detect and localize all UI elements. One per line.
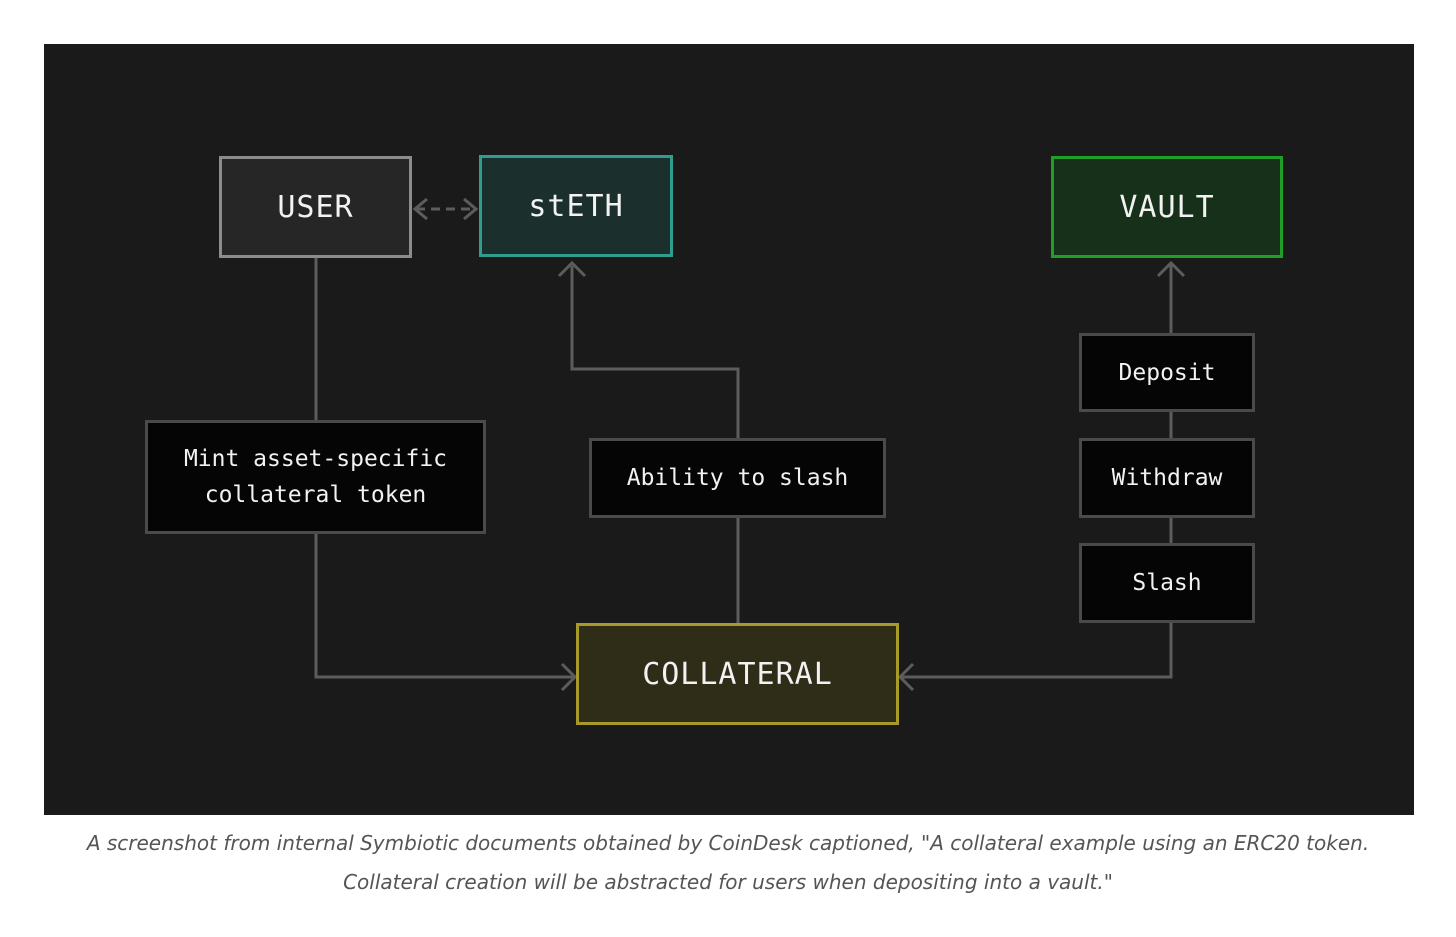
slash-box: Slash	[1079, 543, 1255, 623]
steth-side-arrowhead	[463, 197, 479, 221]
vault-arrowhead	[1156, 260, 1186, 278]
collateral-left-arrowhead	[560, 662, 578, 692]
user-node-label: USER	[277, 189, 354, 225]
steth-node-label: stETH	[528, 188, 624, 224]
vault-node: VAULT	[1051, 156, 1283, 258]
ability-to-slash-box: Ability to slash	[589, 438, 886, 518]
mint-label-line2: collateral token	[204, 482, 427, 508]
deposit-box: Deposit	[1079, 333, 1255, 412]
caption-line-2: Collateral creation will be abstracted f…	[343, 870, 1113, 894]
mint-label-box: Mint asset-specific collateral token	[145, 420, 486, 534]
withdraw-label: Withdraw	[1111, 465, 1223, 491]
collateral-right-arrowhead	[897, 662, 915, 692]
collateral-node-label: COLLATERAL	[642, 656, 833, 692]
withdraw-box: Withdraw	[1079, 438, 1255, 518]
steth-node: stETH	[479, 155, 673, 257]
caption-line-1: A screenshot from internal Symbiotic doc…	[86, 831, 1370, 855]
user-to-collateral-line	[314, 258, 574, 679]
figure-caption: A screenshot from internal Symbiotic doc…	[0, 824, 1456, 902]
mint-label-line1: Mint asset-specific	[183, 446, 448, 472]
diagram-figure: USER stETH VAULT COLLATERAL Mint asset-s…	[44, 44, 1414, 815]
vault-node-label: VAULT	[1119, 189, 1215, 225]
slash-label: Slash	[1132, 570, 1202, 596]
user-node: USER	[219, 156, 412, 258]
ability-to-slash-label: Ability to slash	[626, 465, 849, 491]
steth-arrowhead	[557, 260, 587, 278]
collateral-node: COLLATERAL	[576, 623, 899, 725]
deposit-label: Deposit	[1118, 359, 1216, 386]
user-side-arrowhead	[412, 197, 428, 221]
